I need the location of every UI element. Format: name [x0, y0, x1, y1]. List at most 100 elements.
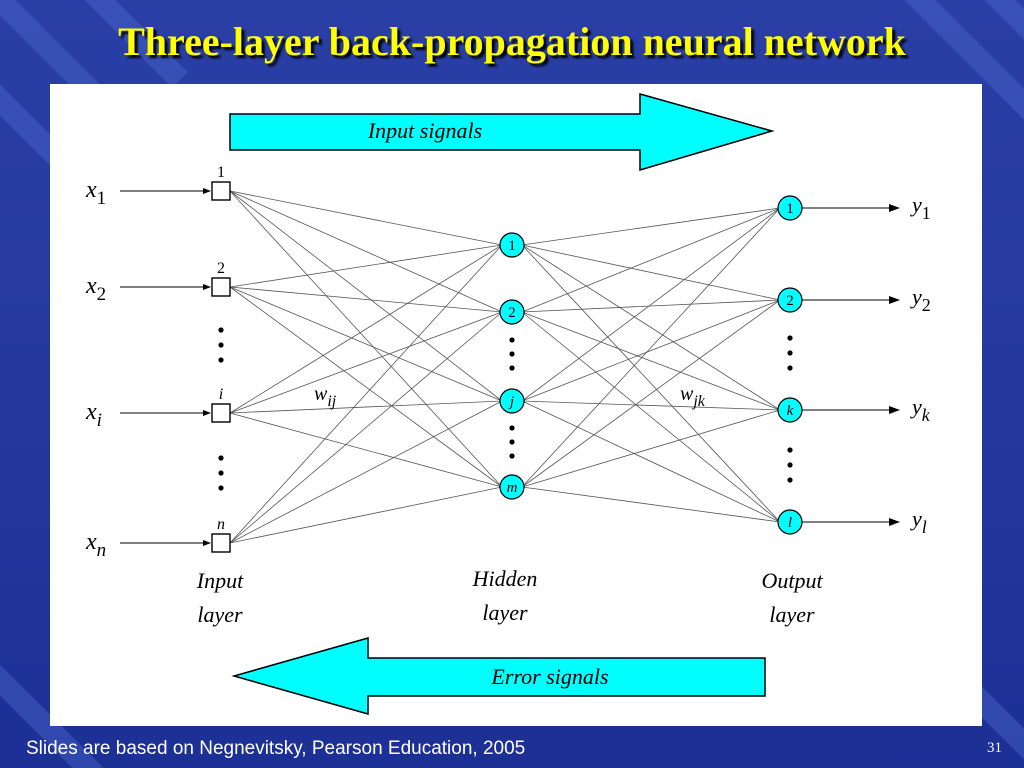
weight-line-h1-o1 [521, 299, 781, 313]
footer-credit: Slides are based on Negnevitsky, Pearson… [26, 738, 526, 759]
output-label-2-subscript: k [922, 405, 931, 425]
input-label-1-subscript: 2 [97, 284, 107, 305]
output-label-0-base: y [910, 192, 922, 217]
output-node-label-0: 1 [786, 201, 794, 217]
input-label-3-subscript: n [97, 540, 107, 561]
hidden-ellipsis-top-2 [509, 365, 515, 371]
input-ellipsis-bottom-1 [218, 470, 224, 476]
weight-line-h1-o0 [521, 207, 781, 313]
weight-line-in3-h1 [229, 311, 503, 544]
weight-label-jk-subscript: jk [691, 393, 705, 410]
input-ellipsis-top-1 [218, 342, 224, 348]
hidden-ellipsis-bottom-1 [509, 439, 515, 445]
input-label-0-base: x [85, 177, 97, 203]
output-ellipsis-top-2 [787, 365, 793, 371]
output-ellipsis-bottom-0 [787, 447, 793, 453]
hidden-node-0 [499, 232, 525, 258]
weight-line-in0-h3 [229, 190, 503, 488]
input-layer-label-line1: Input [196, 568, 244, 593]
output-label-0: y1 [910, 192, 931, 223]
input-ellipsis-bottom-2 [218, 485, 224, 491]
weight-line-in2-h2 [229, 400, 503, 414]
weight-line-h3-o0 [521, 207, 781, 488]
input-node-label-0: 1 [217, 164, 225, 181]
weight-line-in1-h1 [229, 286, 503, 313]
weight-line-h2-o1 [521, 299, 781, 402]
weight-line-h0-o3 [521, 244, 781, 523]
output-arrowhead-2 [889, 406, 900, 414]
error-signals-arrow [231, 637, 766, 715]
weight-line-h1-o3 [521, 311, 781, 523]
weight-label-ij: wij [314, 383, 337, 410]
output-layer-label-line2: layer [769, 602, 815, 627]
output-node-label-1: 2 [786, 293, 794, 309]
input-arrowhead-1 [203, 284, 211, 290]
weight-line-in2-h0 [229, 244, 503, 414]
input-label-2-base: x [85, 399, 97, 425]
weight-line-h3-o1 [521, 299, 781, 488]
hidden-node-label-3: m [507, 480, 518, 496]
weight-label-ij-subscript: ij [327, 393, 336, 410]
input-signals-label: Input signals [367, 118, 482, 143]
hidden-node-label-2: j [508, 394, 514, 410]
weight-line-in0-h1 [229, 190, 503, 313]
weight-line-h2-o2 [521, 400, 781, 411]
weight-line-h3-o2 [521, 409, 781, 488]
weight-line-h1-o2 [521, 311, 781, 411]
input-node-label-2: i [219, 386, 223, 403]
weight-line-h3-o3 [521, 486, 781, 523]
input-node-label-1: 2 [217, 260, 225, 277]
weight-line-h0-o0 [521, 207, 781, 246]
weight-line-in3-h3 [229, 486, 503, 544]
input-label-3: xn [85, 529, 106, 561]
output-label-3: yl [910, 506, 927, 537]
input-arrowhead-0 [203, 188, 211, 194]
slide-title: Three-layer back-propagation neural netw… [118, 19, 906, 64]
weight-line-in1-h3 [229, 286, 503, 488]
weight-line-in1-h0 [229, 244, 503, 288]
output-node-label-2: k [787, 403, 794, 419]
weight-line-in2-h1 [229, 311, 503, 414]
hidden-ellipsis-bottom-2 [509, 453, 515, 459]
hidden-ellipsis-top-1 [509, 351, 515, 357]
input-ellipsis-top-2 [218, 357, 224, 363]
weight-line-in3-h0 [229, 244, 503, 544]
hidden-ellipsis-bottom-0 [509, 425, 515, 431]
input-node-3 [211, 533, 231, 553]
weight-label-jk-base: w [680, 383, 694, 405]
input-layer-label-line2: layer [197, 602, 243, 627]
weight-line-h0-o2 [521, 244, 781, 411]
hidden-node-3 [499, 474, 525, 500]
weight-line-h0-o1 [521, 244, 781, 301]
input-label-1: x2 [85, 273, 106, 305]
output-ellipsis-bottom-1 [787, 462, 793, 468]
hidden-layer-label-line1: Hidden [472, 566, 538, 591]
output-label-3-base: y [910, 506, 922, 531]
weight-line-in0-h2 [229, 190, 503, 402]
output-label-2: yk [910, 394, 931, 425]
output-arrowhead-3 [889, 518, 900, 526]
input-node-2 [211, 403, 231, 423]
input-label-2: xi [85, 399, 102, 431]
weight-line-in2-h3 [229, 412, 503, 488]
hidden-node-label-1: 2 [508, 305, 516, 321]
weight-label-ij-base: w [314, 383, 328, 405]
input-ellipsis-bottom-0 [218, 455, 224, 461]
hidden-node-label-0: 1 [508, 238, 516, 254]
input-label-0-subscript: 1 [97, 188, 107, 209]
weight-label-jk: wjk [680, 383, 706, 410]
input-arrowhead-2 [203, 410, 211, 416]
output-label-0-subscript: 1 [922, 203, 931, 223]
output-ellipsis-top-1 [787, 350, 793, 356]
weight-line-in1-h2 [229, 286, 503, 402]
input-arrowhead-3 [203, 540, 211, 546]
output-layer-label-line1: Output [761, 568, 823, 593]
input-node-1 [211, 277, 231, 297]
output-arrowhead-0 [889, 204, 900, 212]
input-label-0: x1 [85, 177, 106, 209]
input-node-0 [211, 181, 231, 201]
weight-line-in0-h0 [229, 190, 503, 246]
output-label-3-subscript: l [922, 517, 927, 537]
